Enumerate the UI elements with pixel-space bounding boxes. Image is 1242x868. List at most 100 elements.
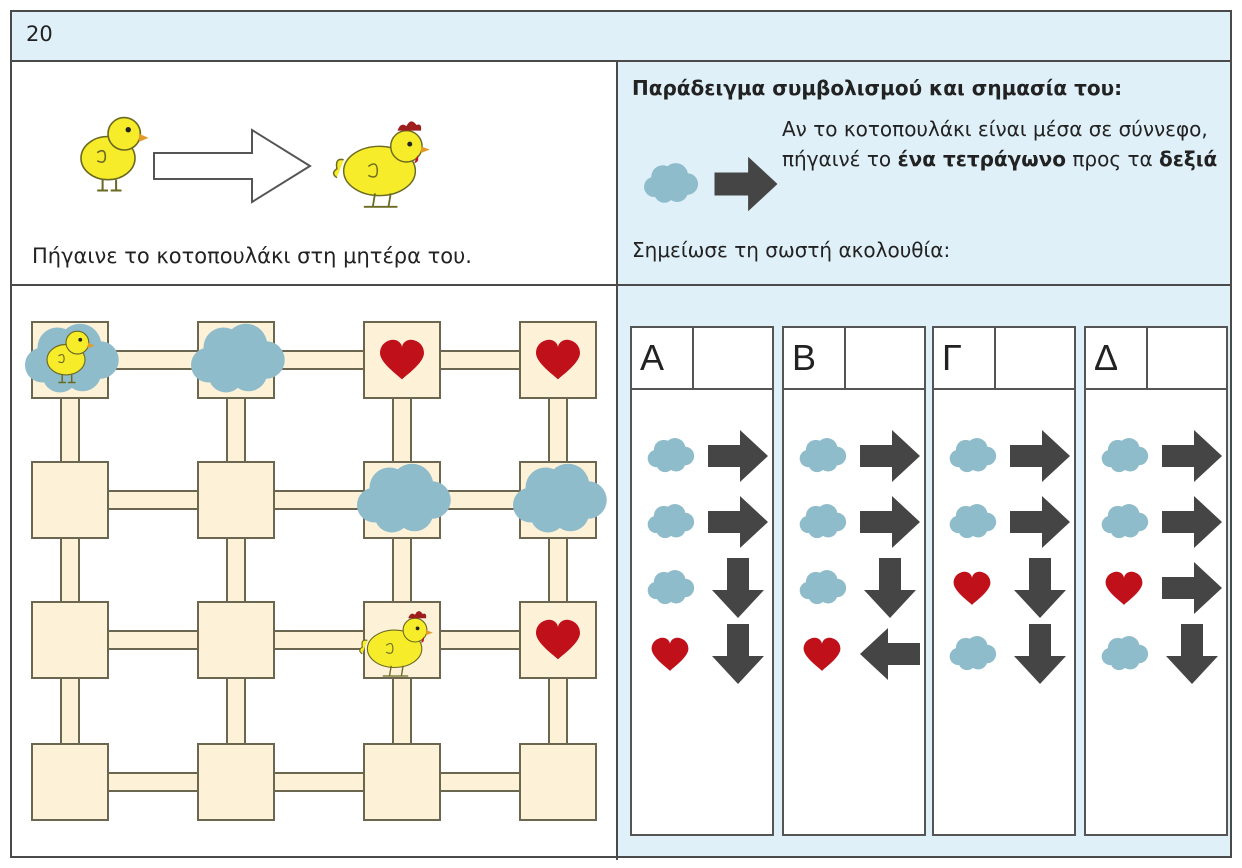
path-connector — [271, 772, 367, 792]
option-rules — [1101, 430, 1222, 684]
cloud-icon — [1101, 438, 1149, 473]
path-connector — [271, 630, 367, 650]
example-explanation: Αν το κοτοπουλάκι είναι μέσα σε σύννεφο,… — [782, 117, 1218, 171]
heart-icon — [953, 571, 991, 605]
question-number: 20 — [26, 22, 53, 46]
option-3[interactable]: Γ — [932, 326, 1076, 836]
cloud-icon — [647, 438, 695, 473]
path-connector — [105, 490, 201, 510]
grid-cell — [197, 743, 275, 821]
arrow-down-icon — [1014, 624, 1066, 684]
path-connector — [105, 350, 201, 370]
grid-cell — [31, 601, 109, 679]
option-rules — [647, 430, 768, 684]
path-connector — [392, 395, 412, 465]
cloud-icon — [949, 504, 997, 539]
grid-cell — [197, 461, 275, 539]
path-connector — [226, 395, 246, 465]
hen-icon — [332, 120, 431, 208]
path-connector — [392, 675, 412, 747]
option-rules — [799, 430, 920, 680]
arrow-right-icon — [708, 496, 768, 548]
option-header: Γ — [934, 328, 1074, 390]
path-connector — [226, 535, 246, 605]
cloud-icon — [799, 504, 847, 539]
option-letter: Δ — [1086, 328, 1148, 388]
heart-icon — [651, 637, 689, 671]
instruction-text: Σημείωσε τη σωστή ακολουθία: — [632, 238, 951, 262]
arrow-left-icon — [860, 628, 920, 680]
path-connector — [60, 395, 80, 465]
arrow-down-icon — [712, 558, 764, 618]
grid-cell — [197, 601, 275, 679]
example-rule — [644, 156, 778, 212]
task-illustration — [79, 116, 431, 208]
heart-icon — [803, 637, 841, 671]
cloud-icon — [1101, 504, 1149, 539]
divider-horizontal — [12, 284, 1230, 286]
arrow-right-icon — [1010, 496, 1070, 548]
arrow-right-icon — [860, 496, 920, 548]
option-letter: Β — [784, 328, 846, 388]
option-rules — [949, 430, 1070, 684]
divider-vertical — [616, 60, 618, 860]
chick-icon — [79, 116, 150, 192]
path-connector — [437, 772, 523, 792]
grid-cell — [31, 461, 109, 539]
path-grid — [25, 321, 607, 821]
option-header: Α — [632, 328, 772, 390]
path-connector — [437, 350, 523, 370]
path-connector — [226, 675, 246, 747]
arrow-right-icon — [860, 430, 920, 482]
cloud-icon — [799, 438, 847, 473]
cloud-icon — [799, 570, 847, 605]
path-connector — [548, 675, 568, 747]
arrow-right-icon — [1162, 496, 1222, 548]
cloud-icon — [644, 163, 699, 203]
header-bar: 20 — [12, 12, 1230, 62]
arrow-down-icon — [712, 624, 764, 684]
option-1[interactable]: Α — [630, 326, 774, 836]
path-connector — [548, 535, 568, 605]
option-2[interactable]: Β — [782, 326, 926, 836]
grid-cell — [363, 743, 441, 821]
cloud-icon — [949, 438, 997, 473]
arrow-down-icon — [864, 558, 916, 618]
bold-one-square: ένα τετράγωνο — [897, 147, 1067, 171]
arrow-down-icon — [1166, 624, 1218, 684]
option-4[interactable]: Δ — [1084, 326, 1228, 836]
cloud-icon — [647, 504, 695, 539]
path-connector — [271, 350, 367, 370]
bold-right: δεξιά — [1159, 147, 1218, 171]
option-letter: Γ — [934, 328, 996, 388]
path-connector — [105, 772, 201, 792]
arrow-down-icon — [1014, 558, 1066, 618]
path-connector — [437, 630, 523, 650]
option-header: Β — [784, 328, 924, 390]
heart-icon — [1105, 571, 1143, 605]
example-title: Παράδειγμα συμβολισμού και σημασία του: — [632, 76, 1123, 100]
options-section: Α Β Γ Δ — [618, 286, 1230, 856]
grid-section — [12, 286, 616, 856]
path-connector — [60, 535, 80, 605]
path-connector — [60, 675, 80, 747]
arrow-right-icon — [1010, 430, 1070, 482]
path-connector — [271, 490, 367, 510]
option-header: Δ — [1086, 328, 1226, 390]
task-caption: Πήγαινε το κοτοπουλάκι στη μητέρα του. — [32, 244, 472, 268]
path-connector — [392, 535, 412, 605]
option-letter: Α — [632, 328, 694, 388]
arrow-right-icon — [708, 430, 768, 482]
path-connector — [105, 630, 201, 650]
path-connector — [548, 395, 568, 465]
arrow-right-icon — [714, 156, 778, 212]
worksheet-frame: 20 Πήγαινε το κοτοπουλάκι στη μητέρα του… — [10, 10, 1232, 860]
cloud-icon — [1101, 636, 1149, 671]
grid-cell — [31, 743, 109, 821]
cloud-icon — [949, 636, 997, 671]
arrow-right-icon — [1162, 562, 1222, 614]
example-section: Παράδειγμα συμβολισμού και σημασία του: … — [618, 62, 1230, 284]
cloud-icon — [647, 570, 695, 605]
task-section: Πήγαινε το κοτοπουλάκι στη μητέρα του. — [12, 62, 616, 284]
grid-cell — [519, 743, 597, 821]
